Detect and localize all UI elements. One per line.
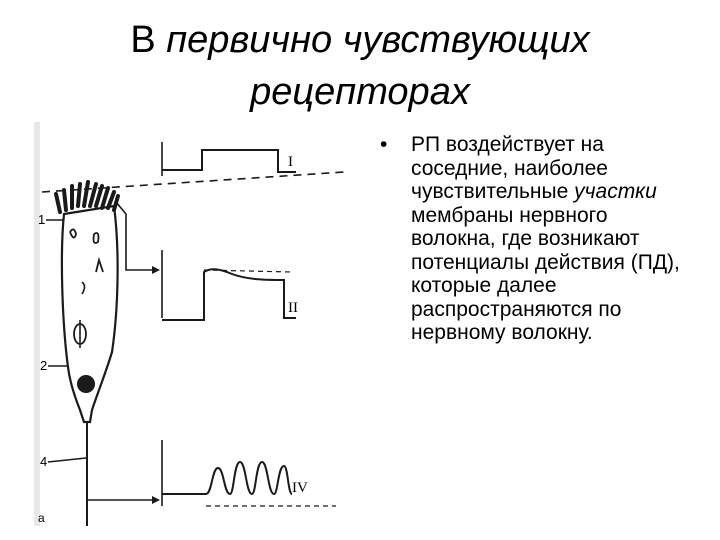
pointer-4: [47, 457, 87, 463]
bullet-text-part-3: участки: [574, 180, 657, 203]
label-4: 4: [40, 454, 47, 469]
connector-to-trace-2: [115, 201, 156, 271]
organelle-1: [69, 228, 77, 239]
bullet-text-part-4: мембраны нервного волокна, где возникают…: [411, 203, 680, 345]
bullet-marker: •: [380, 133, 388, 156]
slide-title: В первично чувствующих рецепторах: [60, 14, 660, 118]
label-a: a: [38, 511, 45, 525]
label-2: 2: [40, 358, 47, 373]
arrow-to-trace-4: [152, 496, 160, 504]
bullet-point: • РП воздействует на соседние, наиболее …: [380, 133, 690, 345]
organelle-4: [81, 281, 86, 295]
trace-label-1: I: [288, 154, 293, 170]
bullet-text-part-2: чувствительные: [411, 180, 569, 203]
title-plain-word: В: [130, 19, 156, 61]
cell-nucleus: [77, 375, 95, 393]
trace-1-stimulus: [162, 149, 296, 173]
bullet-text-part-1: РП воздействует на соседние, наиболее: [411, 133, 608, 180]
trace-2-receptor-potential: [162, 268, 296, 321]
receptor-cell-outline: [60, 204, 119, 424]
title-italic-line-1: первично чувствующих: [166, 19, 590, 61]
bullet-text: РП воздействует на соседние, наиболее чу…: [411, 133, 690, 345]
arrow-to-trace-2: [152, 266, 160, 274]
trace-4-action-potentials: [205, 460, 293, 496]
label-1: 1: [38, 212, 45, 227]
trace-2-dashed-reference: [203, 269, 293, 273]
trace-label-2: II: [288, 300, 298, 316]
title-line-2: рецепторах: [250, 71, 470, 113]
title-line-1: В первично чувствующих: [60, 14, 660, 66]
trace-label-4: IV: [292, 480, 308, 496]
reference-dashed-line: [41, 171, 345, 193]
organelle-3: [95, 256, 104, 273]
microvilli: [54, 180, 120, 214]
organelle-2: [92, 232, 100, 244]
scan-left-shadow: [34, 122, 40, 526]
receptor-diagram: 1 2 4 a I II IV: [34, 122, 350, 526]
